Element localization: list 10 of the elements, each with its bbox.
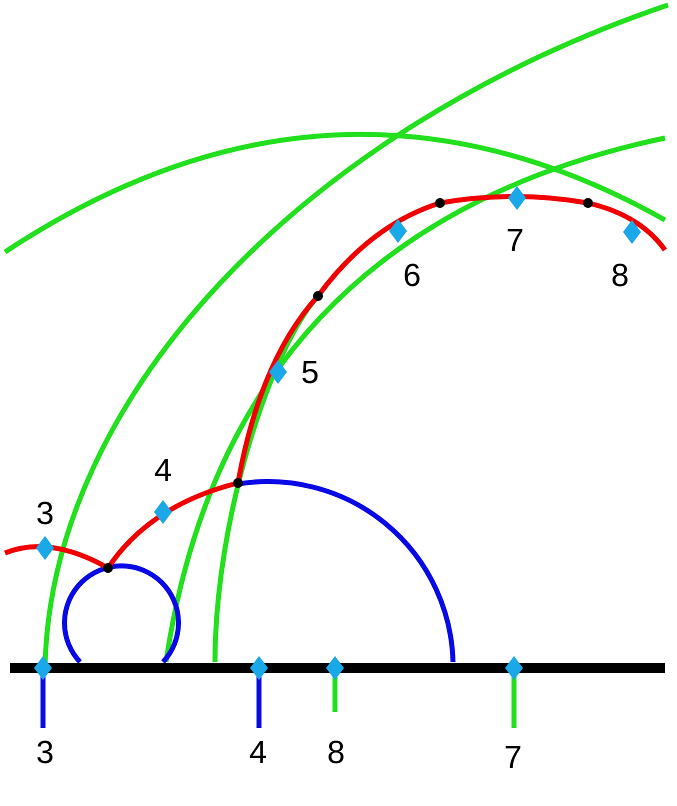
point-number: 7: [506, 224, 524, 256]
point-number: 6: [403, 259, 421, 291]
point-number: 8: [327, 736, 345, 768]
point-number: 7: [504, 741, 522, 773]
point-number: 3: [36, 736, 54, 768]
point-number: 5: [301, 356, 319, 388]
point-number: 4: [249, 736, 267, 768]
point-number: 8: [611, 259, 629, 291]
point-number: 4: [154, 454, 172, 486]
point-number: 3: [36, 497, 54, 529]
